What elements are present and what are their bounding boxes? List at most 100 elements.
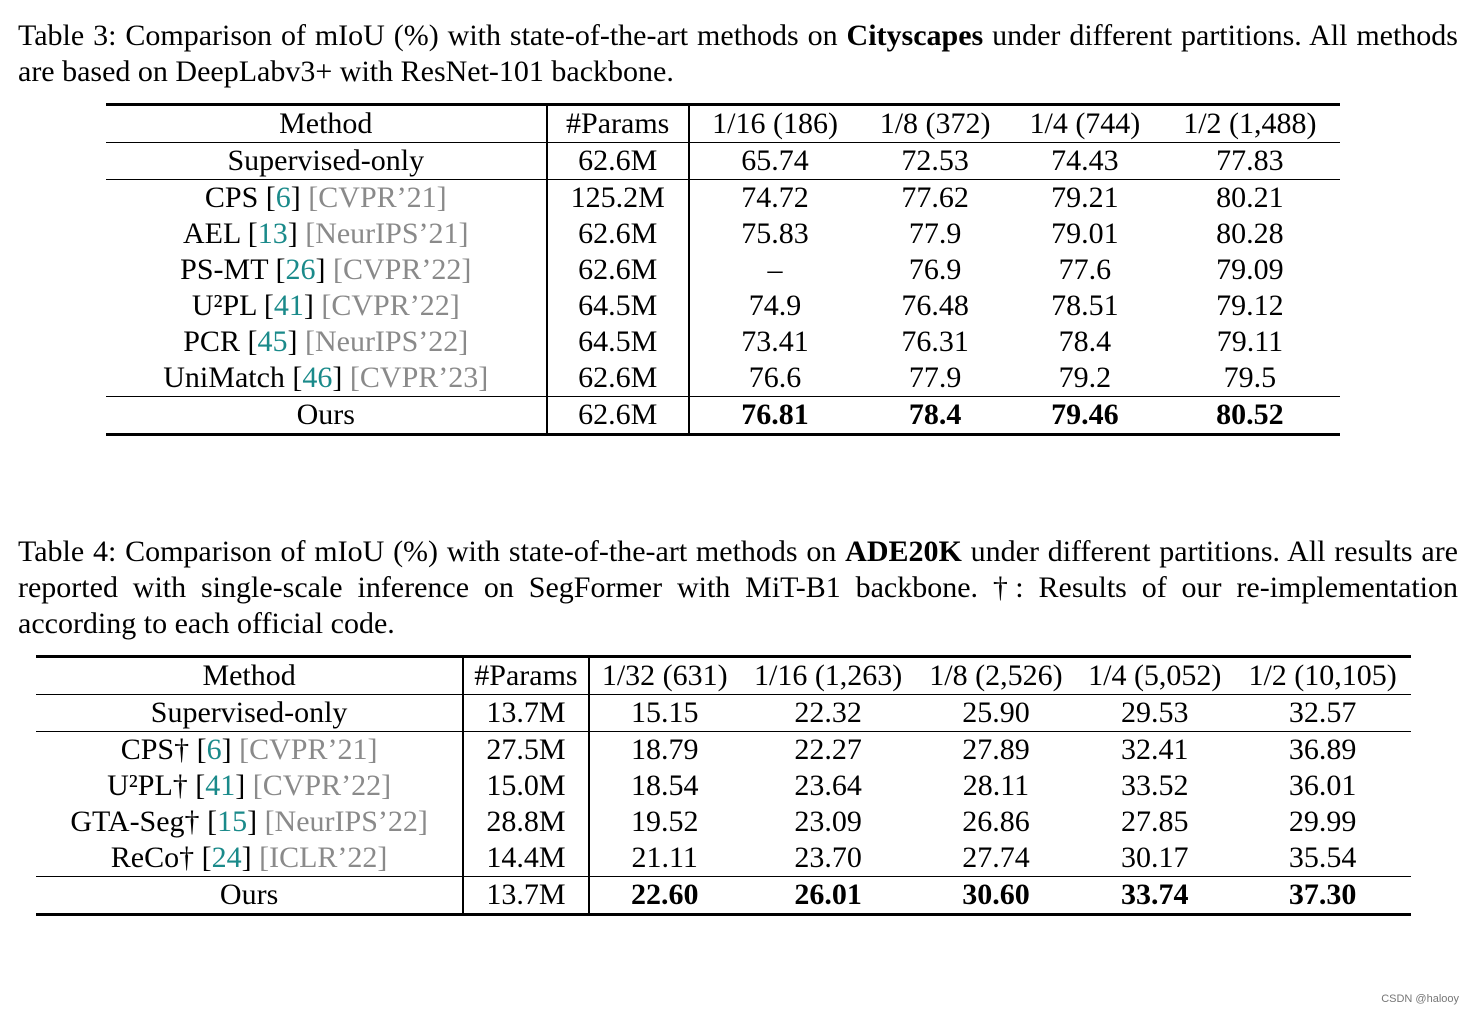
method-cell: PCR [45] [NeurIPS’22] bbox=[106, 324, 548, 360]
value-cell: 37.30 bbox=[1234, 876, 1411, 916]
table4-caption-suffix: under different partitions. All results … bbox=[18, 535, 1458, 640]
table3-caption-dataset: Cityscapes bbox=[846, 19, 984, 52]
method-name: ReCo† bbox=[110, 841, 195, 874]
params-cell: 62.6M bbox=[546, 216, 690, 252]
value-cell: 74.72 bbox=[688, 179, 861, 216]
citation-ref[interactable]: 26 bbox=[285, 253, 316, 286]
column-header: 1/16 (1,263) bbox=[739, 655, 917, 695]
column-header: Method bbox=[106, 103, 548, 143]
value-cell: 65.74 bbox=[688, 142, 861, 180]
venue-label: [NeurIPS’21] bbox=[305, 217, 469, 250]
value-cell: 23.09 bbox=[794, 805, 862, 838]
value-cell: 36.89 bbox=[1234, 731, 1411, 768]
value-cell: 79.11 bbox=[1216, 325, 1284, 358]
citation-ref[interactable]: 41 bbox=[205, 769, 236, 802]
value-cell: 76.81 bbox=[688, 396, 861, 436]
method-cell: ReCo† [24] [ICLR’22] bbox=[36, 840, 465, 877]
method-name: U²PL bbox=[191, 289, 257, 322]
venue-label: [ICLR’22] bbox=[259, 841, 388, 874]
params-cell: 62.6M bbox=[546, 360, 690, 397]
method-name: CPS bbox=[204, 181, 259, 214]
params-cell: 14.4M bbox=[463, 840, 590, 877]
venue-label: [CVPR’22] bbox=[252, 769, 392, 802]
method-cell: GTA-Seg† [15] [NeurIPS’22] bbox=[36, 804, 465, 840]
method-name: PCR bbox=[183, 325, 240, 358]
value-cell: – bbox=[767, 253, 783, 286]
value-cell: 77.9 bbox=[908, 217, 962, 250]
params-cell: 15.0M bbox=[463, 768, 590, 804]
table4-caption-dataset: ADE20K bbox=[845, 535, 962, 568]
params-cell: 125.2M bbox=[546, 179, 690, 216]
value-cell: 77.83 bbox=[1159, 142, 1340, 180]
citation-ref[interactable]: 45 bbox=[257, 325, 288, 358]
value-cell: 27.85 bbox=[1121, 805, 1189, 838]
value-cell: 79.5 bbox=[1223, 361, 1277, 394]
value-cell: 74.43 bbox=[1010, 142, 1160, 180]
value-cell: 33.52 bbox=[1121, 769, 1189, 802]
citation-ref[interactable]: 15 bbox=[217, 805, 248, 838]
value-cell: 29.99 bbox=[1288, 805, 1357, 838]
column-header: 1/2 (1,488) bbox=[1159, 103, 1340, 143]
value-cell: 32.41 bbox=[1075, 731, 1235, 768]
value-cell: 76.6 bbox=[748, 361, 802, 394]
params-cell: 28.8M bbox=[463, 804, 590, 840]
value-cell: 33.74 bbox=[1075, 876, 1235, 916]
value-cell: 23.64 bbox=[794, 769, 862, 802]
method-name: U²PL† bbox=[107, 769, 188, 802]
citation-ref[interactable]: 6 bbox=[275, 181, 291, 214]
value-cell: 22.27 bbox=[739, 731, 917, 768]
table4-caption: Table 4: Comparison of mIoU (%) with sta… bbox=[18, 534, 1458, 642]
column-header: Method bbox=[36, 655, 465, 695]
citation-ref[interactable]: 24 bbox=[211, 841, 242, 874]
value-cell: 22.60 bbox=[588, 876, 740, 916]
value-cell: 79.01 bbox=[1051, 217, 1119, 250]
params-cell: 27.5M bbox=[463, 731, 590, 768]
params-cell: 64.5M bbox=[546, 288, 690, 324]
column-header: #Params bbox=[463, 655, 590, 695]
value-cell: 74.9 bbox=[748, 289, 802, 322]
venue-label: [CVPR’23] bbox=[349, 361, 489, 394]
value-cell: 79.2 bbox=[1058, 361, 1112, 394]
value-cell: 36.01 bbox=[1288, 769, 1357, 802]
params-cell: 13.7M bbox=[463, 876, 590, 916]
value-cell: 77.62 bbox=[860, 179, 1011, 216]
citation-ref[interactable]: 46 bbox=[302, 361, 333, 394]
method-cell: Ours bbox=[36, 876, 465, 916]
value-cell: 35.54 bbox=[1288, 841, 1357, 874]
value-cell: 80.52 bbox=[1159, 396, 1340, 436]
venue-label: [CVPR’21] bbox=[239, 733, 378, 766]
value-cell: 15.15 bbox=[588, 694, 740, 732]
citation-ref[interactable]: 41 bbox=[273, 289, 304, 322]
citation-ref[interactable]: 13 bbox=[257, 217, 288, 250]
value-cell: 18.79 bbox=[588, 731, 740, 768]
value-cell: 21.11 bbox=[631, 841, 698, 874]
value-cell: 18.54 bbox=[630, 769, 699, 802]
value-cell: 26.86 bbox=[962, 805, 1030, 838]
value-cell: 32.57 bbox=[1234, 694, 1411, 732]
value-cell: 30.60 bbox=[916, 876, 1076, 916]
column-header: 1/32 (631) bbox=[588, 655, 740, 695]
method-name: UniMatch bbox=[163, 361, 285, 394]
venue-label: [CVPR’22] bbox=[333, 253, 472, 286]
value-cell: 78.4 bbox=[860, 396, 1011, 436]
value-cell: 80.21 bbox=[1159, 179, 1340, 216]
table4-caption-prefix: Table 4: Comparison of mIoU (%) with sta… bbox=[18, 535, 846, 568]
value-cell: 22.32 bbox=[739, 694, 917, 732]
citation-ref[interactable]: 6 bbox=[206, 733, 222, 766]
table3-caption-prefix: Table 3: Comparison of mIoU (%) with sta… bbox=[18, 19, 847, 52]
params-cell: 62.6M bbox=[546, 142, 690, 180]
method-name: PS-MT bbox=[180, 253, 268, 286]
params-cell: 62.6M bbox=[546, 252, 690, 288]
value-cell: 77.9 bbox=[908, 361, 962, 394]
value-cell: 79.09 bbox=[1216, 253, 1284, 286]
method-cell: Ours bbox=[106, 396, 548, 436]
